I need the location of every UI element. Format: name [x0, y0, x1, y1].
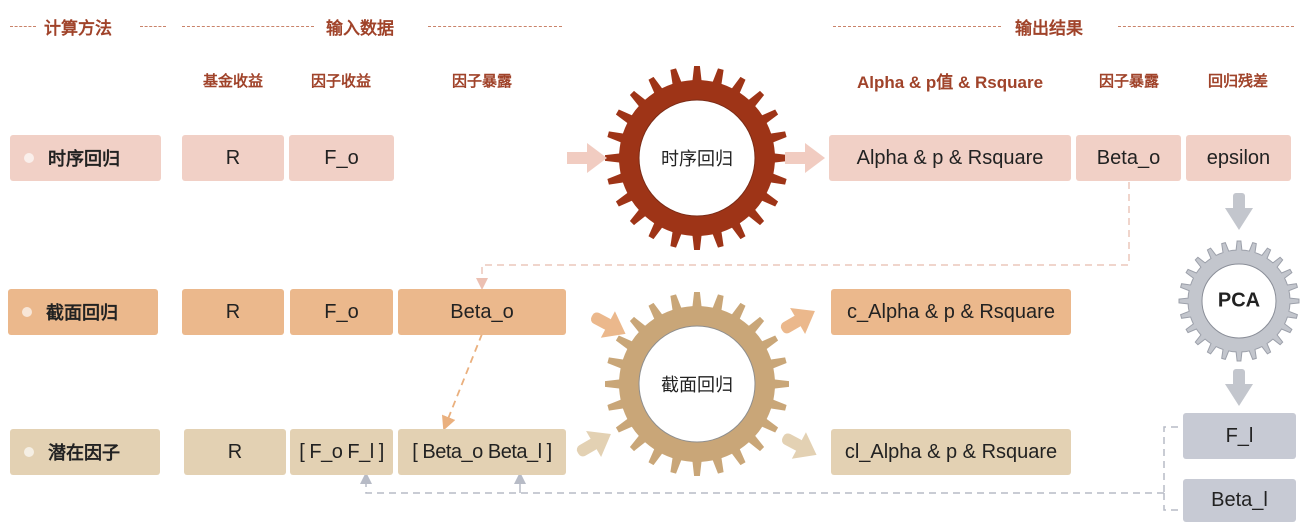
connector-f-l: [360, 472, 1164, 494]
output-cl-alpha: cl_Alpha & p & Rsquare: [831, 429, 1071, 475]
input-fund-return: R: [182, 289, 284, 335]
connector-beta-o-latent: [441, 333, 483, 431]
output-c-alpha: c_Alpha & p & Rsquare: [831, 289, 1071, 335]
gear-time-series-label: 时序回归: [661, 149, 733, 170]
arrow-down-right-icon: [590, 311, 626, 338]
section-title-output: 输出结果: [1015, 19, 1083, 39]
bullet-icon: [22, 307, 32, 317]
method-cross-section: 截面回归: [8, 289, 158, 335]
arrow-down-icon: [1225, 369, 1253, 406]
input-factor-return: F_o: [290, 289, 393, 335]
connector-pca-bracket: [1163, 426, 1178, 493]
section-title-method: 计算方法: [44, 19, 112, 39]
section-title-input: 输入数据: [326, 19, 394, 39]
header-fund-return: 基金收益: [202, 72, 263, 90]
input-factor-exposure: Beta_o: [398, 289, 566, 335]
connector-beta-o: [476, 182, 1130, 290]
divider: [1118, 26, 1294, 27]
pca-output-f-l: F_l: [1183, 413, 1296, 459]
header-residual: 回归残差: [1207, 72, 1268, 90]
input-factor-return-combined: [ F_o F_l ]: [290, 429, 393, 475]
input-fund-return: R: [184, 429, 286, 475]
header-factor-return: 因子收益: [310, 72, 371, 90]
output-epsilon: epsilon: [1186, 135, 1291, 181]
output-alpha: Alpha & p & Rsquare: [829, 135, 1071, 181]
gear-cross-section-label: 截面回归: [661, 375, 733, 396]
divider: [140, 26, 166, 27]
header-factor-exposure-out: 因子暴露: [1098, 72, 1159, 90]
input-fund-return: R: [182, 135, 284, 181]
connector-pca-bracket: [1163, 493, 1178, 511]
input-factor-return: F_o: [289, 135, 394, 181]
bullet-icon: [24, 153, 34, 163]
input-factor-exposure-combined: [ Beta_o Beta_l ]: [398, 429, 566, 475]
method-label: 时序回归: [48, 149, 120, 170]
divider: [428, 26, 562, 27]
pca-output-beta-l: Beta_l: [1183, 479, 1296, 522]
gear-time-series-hub: [638, 99, 756, 217]
method-time-series: 时序回归: [10, 135, 161, 181]
divider: [10, 26, 36, 27]
bullet-icon: [24, 447, 34, 457]
arrow-right-icon: [567, 143, 607, 173]
output-beta-o: Beta_o: [1076, 135, 1181, 181]
arrow-right-icon: [785, 143, 825, 173]
method-label: 潜在因子: [48, 443, 120, 464]
header-alpha-p-rsquare: Alpha & p值 & Rsquare: [856, 73, 1044, 92]
arrow-down-right-icon: [781, 432, 817, 459]
gear-pca-label: PCA: [1217, 289, 1261, 312]
divider: [182, 26, 314, 27]
arrow-up-right-icon: [780, 308, 815, 334]
arrow-up-right-icon: [576, 431, 611, 457]
header-factor-exposure-in: 因子暴露: [451, 72, 512, 90]
method-label: 截面回归: [46, 303, 118, 324]
divider: [833, 26, 1001, 27]
gear-cross-section-hub: [638, 325, 756, 443]
method-latent-factor: 潜在因子: [10, 429, 160, 475]
gear-pca-hub: [1201, 263, 1277, 339]
arrow-down-icon: [1225, 193, 1253, 230]
